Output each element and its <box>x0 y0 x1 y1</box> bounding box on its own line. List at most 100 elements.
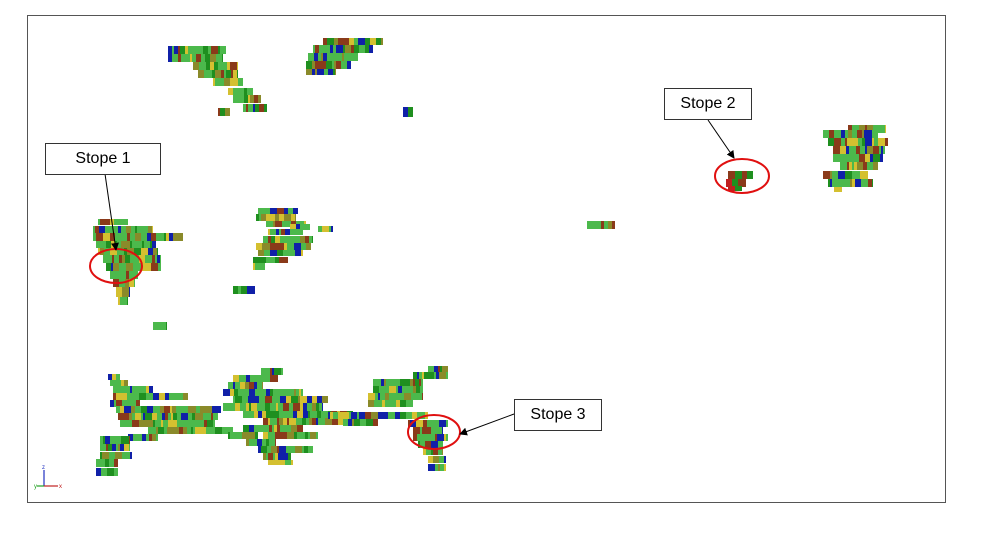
block-strip <box>261 368 283 375</box>
3d-viewport[interactable]: Stope 1 Stope 2 Stope 3 z x y <box>27 15 946 503</box>
ore-strip-center <box>587 221 615 229</box>
ore-cluster-bottom-left <box>96 374 233 476</box>
stope-3-callout: Stope 3 <box>514 399 602 431</box>
block-strip <box>403 107 413 117</box>
block-strip <box>116 287 130 297</box>
block-strip <box>823 130 878 138</box>
block-strip <box>118 297 128 305</box>
block-strip <box>253 257 288 263</box>
block-strip <box>116 406 221 413</box>
block-strip <box>128 434 158 441</box>
block-strip <box>198 70 238 78</box>
block-strip <box>368 393 423 400</box>
block-strip <box>258 250 303 256</box>
ore-cluster-middle <box>233 208 333 294</box>
block-strip <box>428 464 446 471</box>
axis-triad: z x y <box>34 465 62 490</box>
block-strip <box>833 154 883 162</box>
block-strip <box>243 104 267 112</box>
stope-1-leader-arrow <box>102 159 119 251</box>
block-strip <box>306 69 336 75</box>
block-strip <box>343 419 378 426</box>
stope-2-leader-arrow <box>707 119 735 159</box>
block-strip <box>96 468 118 476</box>
block-strip <box>253 263 265 270</box>
block-strip <box>256 214 296 221</box>
axis-z-label: z <box>42 465 45 471</box>
ore-cluster-top-left <box>168 46 267 116</box>
block-strip <box>233 286 255 294</box>
block-strip <box>96 241 156 248</box>
block-strip <box>228 88 253 95</box>
block-strip <box>100 452 132 459</box>
block-strip <box>318 226 333 232</box>
block-strip <box>323 38 383 45</box>
block-strip <box>268 229 303 235</box>
block-strip <box>848 125 886 133</box>
block-strip <box>153 322 167 330</box>
ore-cluster-top-middle <box>306 38 413 117</box>
block-strip <box>213 78 243 86</box>
stope-2-callout: Stope 2 <box>664 88 752 120</box>
block-strip <box>428 456 446 463</box>
block-strip <box>110 400 140 407</box>
block-model-scene <box>89 38 888 476</box>
block-strip <box>263 432 318 439</box>
block-strip <box>93 233 183 241</box>
block-strip <box>100 444 130 451</box>
block-strip <box>110 380 128 386</box>
block-strip <box>423 448 443 455</box>
block-strip <box>96 459 118 467</box>
block-strip <box>828 179 873 187</box>
block-strip <box>98 219 128 225</box>
block-strip <box>587 221 615 229</box>
block-strip <box>118 413 218 420</box>
block-strip <box>428 366 448 373</box>
stope-2-blocks <box>726 171 753 191</box>
block-strip <box>308 53 358 61</box>
ore-cluster-bottom-middle <box>223 368 363 465</box>
block-strip <box>840 162 878 170</box>
block-strip <box>413 434 448 441</box>
block-strip <box>113 393 188 400</box>
block-strip <box>256 243 311 250</box>
ore-cluster-bottom-right <box>328 366 448 471</box>
block-strip <box>828 138 888 146</box>
block-strip <box>728 171 753 179</box>
block-strip <box>823 171 868 179</box>
block-strip <box>408 420 448 427</box>
block-strip <box>218 108 230 116</box>
block-strip <box>373 386 423 393</box>
stope-2-highlight-circle <box>714 158 770 194</box>
block-strip <box>246 439 276 446</box>
block-strip <box>193 62 238 70</box>
block-strip <box>728 186 742 191</box>
block-strip <box>268 460 293 465</box>
block-strip <box>148 427 233 434</box>
block-strip <box>168 54 223 62</box>
block-strip <box>413 372 448 379</box>
block-strip <box>413 427 443 434</box>
block-strip <box>120 420 215 427</box>
block-strip <box>228 382 263 389</box>
block-strip <box>418 441 443 448</box>
block-strip <box>168 46 226 54</box>
block-strip <box>313 45 373 53</box>
block-strip <box>306 61 351 69</box>
block-strip <box>373 379 423 386</box>
block-strip <box>834 187 842 192</box>
block-strip <box>223 389 303 396</box>
block-strip <box>263 236 313 243</box>
block-strip <box>103 255 161 263</box>
block-strip <box>328 412 428 419</box>
block-strip <box>243 411 353 418</box>
block-strip <box>233 396 328 403</box>
block-strip <box>258 446 313 453</box>
block-strip <box>113 386 153 393</box>
block-strip <box>100 436 130 444</box>
stope-3-leader-arrow <box>459 413 515 436</box>
block-strip <box>290 224 310 230</box>
block-strip <box>233 375 278 382</box>
block-strip <box>108 374 120 380</box>
block-strip <box>258 208 298 214</box>
